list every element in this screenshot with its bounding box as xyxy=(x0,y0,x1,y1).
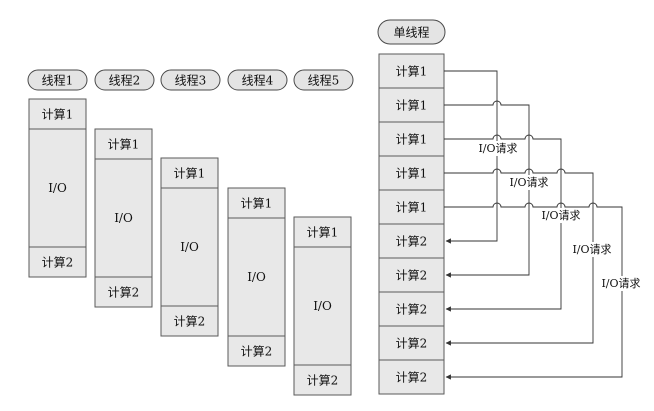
single-thread-label: 单线程 xyxy=(393,25,429,40)
thread-5-compute1-label: 计算1 xyxy=(307,225,339,240)
thread-5-compute2-label: 计算2 xyxy=(307,373,339,388)
thread-4-compute1 xyxy=(227,187,286,219)
io-label-3: I/O请求 xyxy=(541,209,580,222)
single-thread-header xyxy=(377,19,446,45)
thread-3-compute2-label: 计算2 xyxy=(174,314,206,329)
io-label-1: I/O请求 xyxy=(478,142,517,155)
thread-1-compute1-label: 计算1 xyxy=(42,107,74,122)
io-request-labels: I/O请求 I/O请求 I/O请求 I/O请求 I/O请求 xyxy=(476,141,643,291)
thread-4-compute1-label: 计算1 xyxy=(241,196,273,211)
io-request-wires xyxy=(444,70,623,380)
single-row-3-label: 计算1 xyxy=(396,132,428,147)
thread-4-column: 线程4 计算1 I/O 计算2 xyxy=(227,69,288,367)
io-label-4-bg xyxy=(570,242,614,257)
io-label-2-bg xyxy=(507,175,551,190)
thread-1-io xyxy=(28,128,87,248)
thread-1-compute2-label: 计算2 xyxy=(42,255,74,270)
thread-1-column: 线程1 计算1 I/O 计算2 xyxy=(27,69,88,278)
thread-1-header xyxy=(27,69,88,91)
single-thread-column: 单线程 计算1 计算1 计算1 计算1 计算1 计算2 计算2 计算2 xyxy=(377,19,446,395)
single-row-10-label: 计算2 xyxy=(396,370,428,385)
thread-4-header xyxy=(227,69,288,91)
thread-3-compute1-label: 计算1 xyxy=(174,166,206,181)
single-row-4 xyxy=(378,155,445,191)
thread-4-io-label: I/O xyxy=(247,270,266,284)
thread-3-compute1 xyxy=(160,157,219,189)
thread-5-io-label: I/O xyxy=(313,299,332,313)
thread-4-compute2 xyxy=(227,335,286,367)
io-label-2: I/O请求 xyxy=(509,176,548,189)
single-row-7-label: 计算2 xyxy=(396,268,428,283)
thread-2-compute1-label: 计算1 xyxy=(108,137,140,152)
single-row-8-label: 计算2 xyxy=(396,302,428,317)
io-label-4: I/O请求 xyxy=(572,243,611,256)
thread-5-header xyxy=(293,69,354,91)
io-label-5-bg xyxy=(599,276,643,291)
io-wire-2 xyxy=(444,100,530,278)
thread-4-label: 线程4 xyxy=(242,73,274,88)
thread-5-compute2 xyxy=(293,364,352,396)
single-row-3 xyxy=(378,121,445,157)
single-row-6-label: 计算2 xyxy=(396,234,428,249)
thread-1-label: 线程1 xyxy=(42,73,74,88)
thread-1-io-label: I/O xyxy=(48,181,67,195)
thread-2-io-label: I/O xyxy=(114,211,133,225)
single-row-9-label: 计算2 xyxy=(396,336,428,351)
thread-5-io xyxy=(293,246,352,366)
single-row-2-label: 计算1 xyxy=(396,98,428,113)
single-row-2 xyxy=(378,87,445,123)
thread-1-compute1 xyxy=(28,98,87,130)
thread-3-column: 线程3 计算1 I/O 计算2 xyxy=(160,69,221,337)
thread-1-compute2 xyxy=(28,246,87,278)
thread-3-io xyxy=(160,187,219,307)
thread-2-compute2-label: 计算2 xyxy=(108,285,140,300)
single-thread-rows: 计算1 计算1 计算1 计算1 计算1 计算2 计算2 计算2 计算2 计算 xyxy=(378,53,445,395)
thread-5-column: 线程5 计算1 I/O 计算2 xyxy=(293,69,354,396)
thread-3-io-label: I/O xyxy=(180,240,199,254)
thread-4-compute2-label: 计算2 xyxy=(241,344,273,359)
thread-2-column: 线程2 计算1 I/O 计算2 xyxy=(94,69,155,308)
thread-3-compute2 xyxy=(160,305,219,337)
thread-3-header xyxy=(160,69,221,91)
single-row-4-label: 计算1 xyxy=(396,166,428,181)
io-label-1-bg xyxy=(476,141,520,156)
io-wire-4 xyxy=(444,168,594,346)
single-row-7 xyxy=(378,257,445,293)
io-wire-3 xyxy=(444,134,562,312)
io-label-3-bg xyxy=(539,208,583,223)
io-wire-5 xyxy=(444,202,623,380)
thread-4-io xyxy=(227,217,286,337)
io-label-5: I/O请求 xyxy=(601,277,640,290)
thread-3-label: 线程3 xyxy=(175,73,207,88)
thread-5-label: 线程5 xyxy=(308,73,340,88)
single-row-1-label: 计算1 xyxy=(396,64,428,79)
thread-2-label: 线程2 xyxy=(109,73,141,88)
thread-2-compute2 xyxy=(94,276,153,308)
single-row-10 xyxy=(378,359,445,395)
single-row-9 xyxy=(378,325,445,361)
single-row-5-label: 计算1 xyxy=(396,200,428,215)
thread-2-header xyxy=(94,69,155,91)
single-row-1 xyxy=(378,53,445,89)
single-row-8 xyxy=(378,291,445,327)
thread-2-io xyxy=(94,158,153,278)
